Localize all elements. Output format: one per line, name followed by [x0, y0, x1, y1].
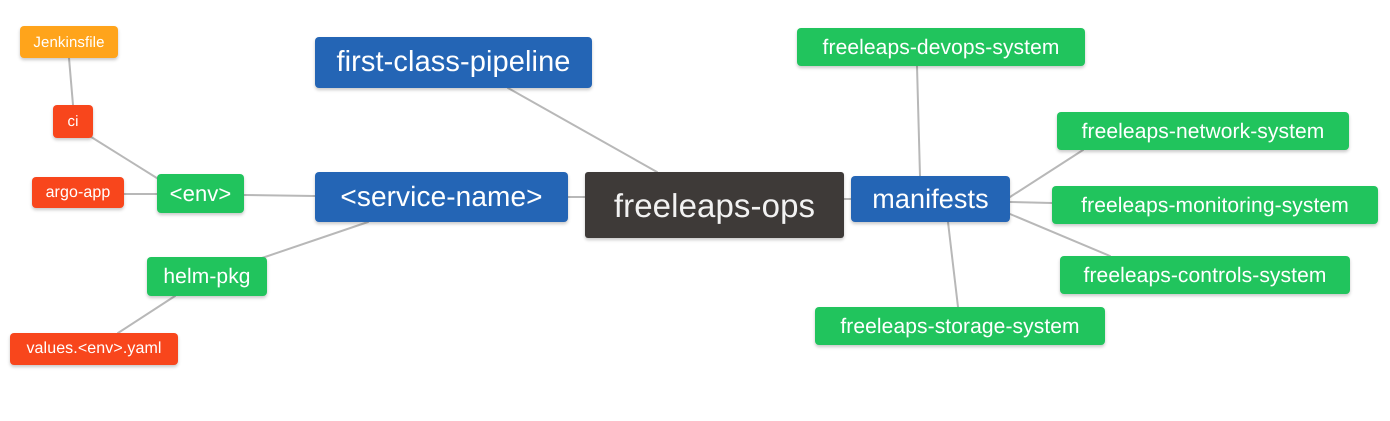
edge-helm-pkg-to-service-name: [261, 221, 369, 259]
node-freeleaps-devops-system[interactable]: freeleaps-devops-system: [797, 28, 1085, 66]
node-jenkinsfile[interactable]: Jenkinsfile: [20, 26, 118, 58]
node-service-name[interactable]: <service-name>: [315, 172, 568, 222]
node-env[interactable]: <env>: [157, 174, 244, 213]
node-manifests[interactable]: manifests: [851, 176, 1010, 222]
node-freeleaps-monitoring-system[interactable]: freeleaps-monitoring-system: [1052, 186, 1378, 224]
node-freeleaps-ops[interactable]: freeleaps-ops: [585, 172, 844, 238]
node-freeleaps-network-system[interactable]: freeleaps-network-system: [1057, 112, 1349, 150]
node-values-env-yaml[interactable]: values.<env>.yaml: [10, 333, 178, 365]
edge-first-class-pipeline-to-freeleaps-ops: [507, 87, 658, 173]
edge-manifests-to-freeleaps-devops-system: [916, 65, 921, 177]
node-helm-pkg[interactable]: helm-pkg: [147, 257, 267, 296]
node-ci[interactable]: ci: [53, 105, 93, 138]
edge-env-to-service-name: [243, 194, 316, 197]
node-freeleaps-storage-system[interactable]: freeleaps-storage-system: [815, 307, 1105, 345]
node-argo-app[interactable]: argo-app: [32, 177, 124, 208]
edge-values-env-yaml-to-helm-pkg: [117, 295, 176, 334]
node-first-class-pipeline[interactable]: first-class-pipeline: [315, 37, 592, 88]
node-freeleaps-controls-system[interactable]: freeleaps-controls-system: [1060, 256, 1350, 294]
edge-manifests-to-freeleaps-monitoring-system: [1009, 201, 1053, 204]
edge-ci-to-env: [87, 134, 161, 181]
edge-jenkinsfile-to-ci: [68, 57, 74, 106]
edge-manifests-to-freeleaps-storage-system: [947, 221, 959, 308]
